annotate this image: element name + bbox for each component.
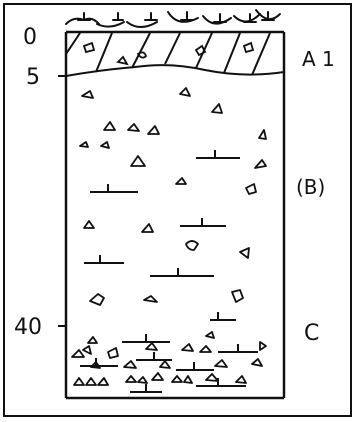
depth-label-5: 5 <box>26 65 40 90</box>
surface-vegetation <box>66 10 280 27</box>
b-horizon-stones <box>80 88 266 305</box>
profile-column <box>66 32 284 398</box>
b-horizon-roots <box>84 150 240 320</box>
horizon-label-c: C <box>304 321 319 346</box>
a1-stones <box>84 43 253 64</box>
depth-label-0: 0 <box>23 25 37 50</box>
horizon-label-a1: A 1 <box>302 47 335 71</box>
depth-label-40: 40 <box>14 315 42 340</box>
a1-hatching <box>66 33 270 75</box>
horizon-label-b: (B) <box>296 175 325 199</box>
c-horizon-gravel <box>72 332 266 385</box>
